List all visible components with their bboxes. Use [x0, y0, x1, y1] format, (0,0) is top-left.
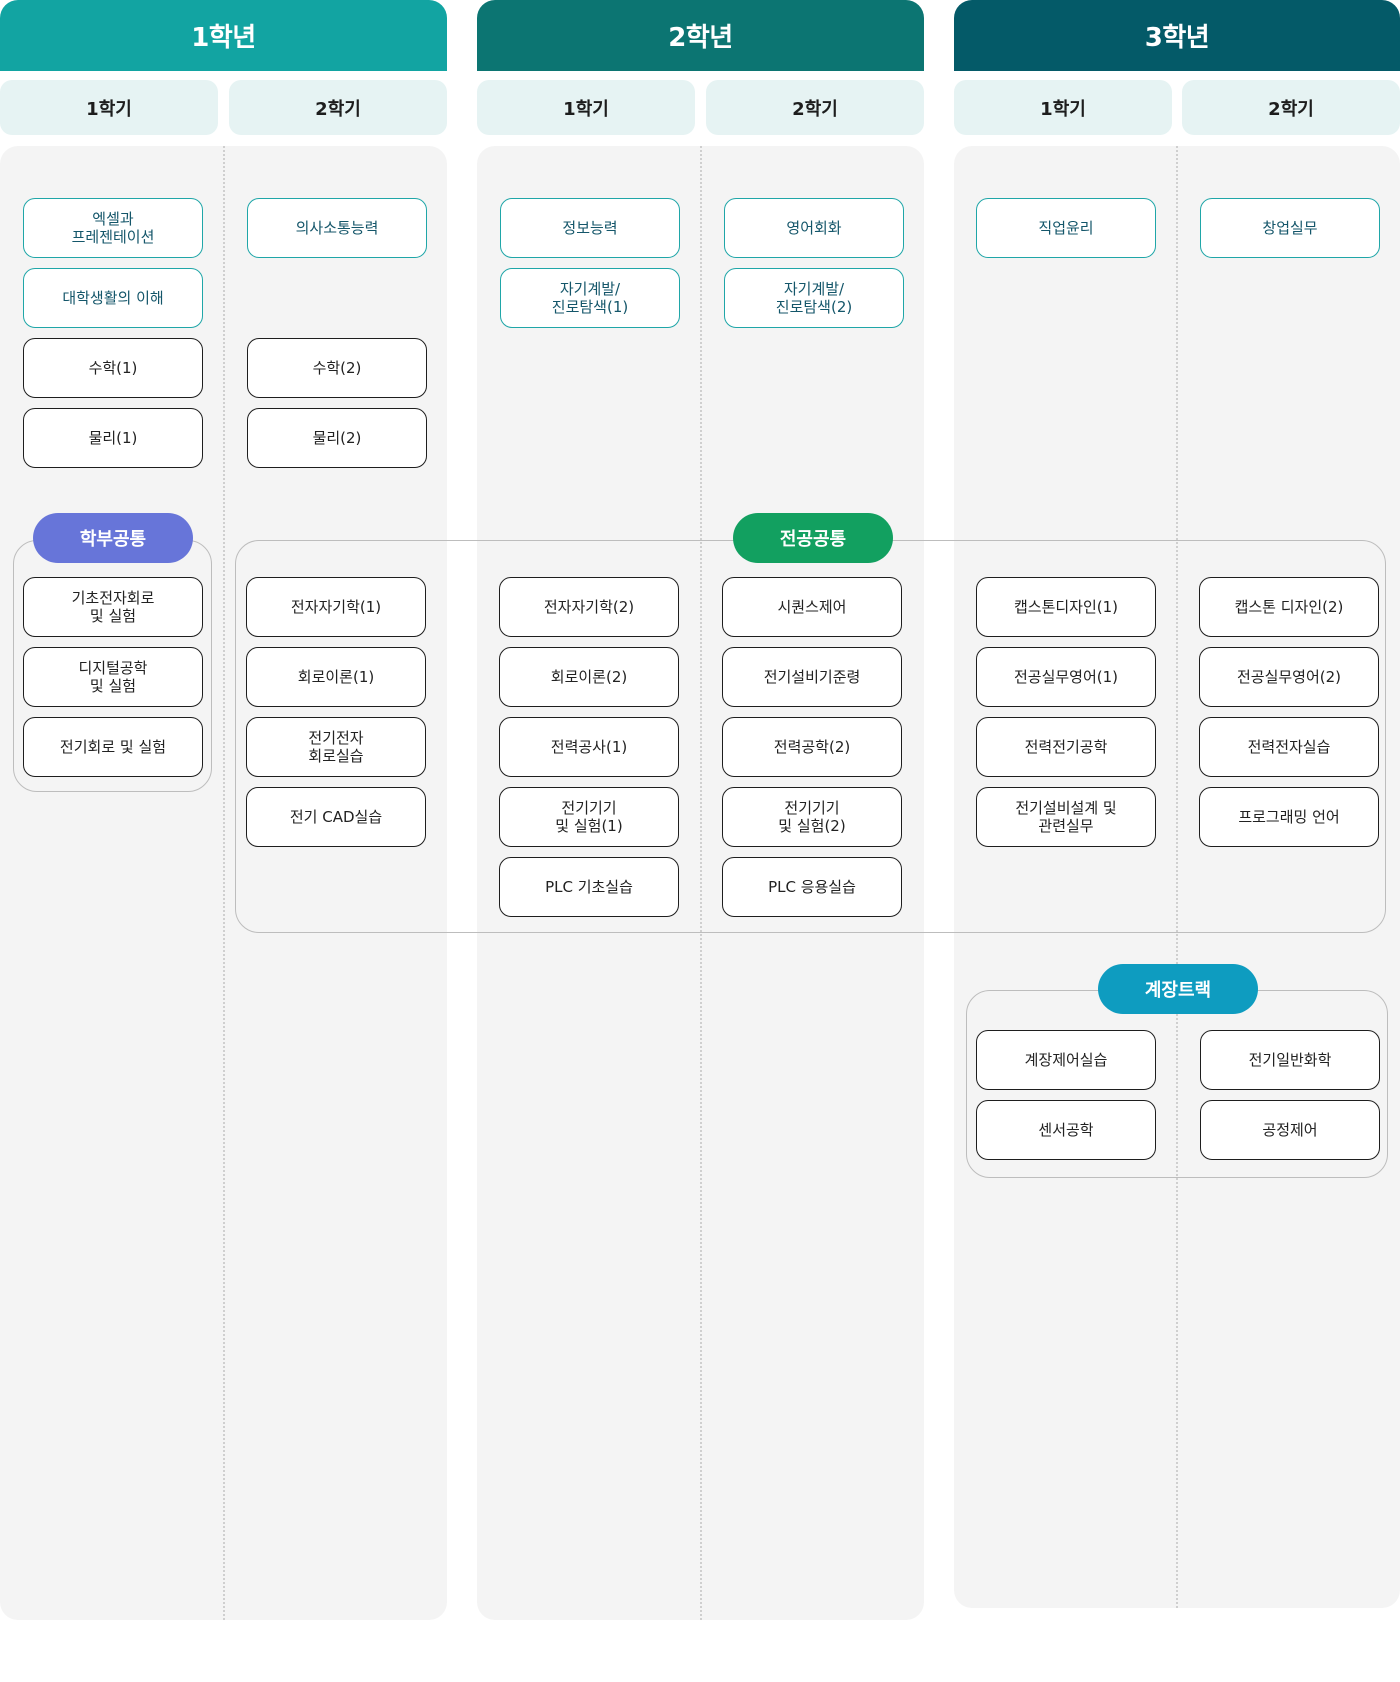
course-card[interactable]: 회로이론(1)	[246, 647, 426, 707]
course-card[interactable]: PLC 기초실습	[499, 857, 679, 917]
course-card[interactable]: 자기계발/ 진로탐색(1)	[500, 268, 680, 328]
course-card[interactable]: 전기설비설계 및 관련실무	[976, 787, 1156, 847]
semester-divider	[700, 146, 702, 1620]
course-card[interactable]: 직업윤리	[976, 198, 1156, 258]
course-card[interactable]: 전기일반화학	[1200, 1030, 1380, 1090]
course-card[interactable]: 디지털공학 및 실험	[23, 647, 203, 707]
course-card[interactable]: 창업실무	[1200, 198, 1380, 258]
major-common-label: 전공공통	[733, 513, 893, 563]
course-card[interactable]: 의사소통능력	[247, 198, 427, 258]
course-card[interactable]: 대학생활의 이해	[23, 268, 203, 328]
course-card[interactable]: 전자자기학(1)	[246, 577, 426, 637]
course-card[interactable]: 전기회로 및 실험	[23, 717, 203, 777]
semester-header-y3s2: 2학기	[1182, 80, 1400, 135]
semester-header-y2s2: 2학기	[706, 80, 924, 135]
course-card[interactable]: 전력전자실습	[1199, 717, 1379, 777]
course-card[interactable]: 전기설비기준령	[722, 647, 902, 707]
year-header-3: 3학년	[954, 0, 1400, 71]
year-header-2: 2학년	[477, 0, 924, 71]
course-card[interactable]: 자기계발/ 진로탐색(2)	[724, 268, 904, 328]
semester-header-y1s2: 2학기	[229, 80, 447, 135]
course-card[interactable]: 영어회화	[724, 198, 904, 258]
course-card[interactable]: 전기기기 및 실험(1)	[499, 787, 679, 847]
dept-common-label: 학부공통	[33, 513, 193, 563]
course-card[interactable]: 회로이론(2)	[499, 647, 679, 707]
semester-header-y2s1: 1학기	[477, 80, 695, 135]
course-card[interactable]: 물리(1)	[23, 408, 203, 468]
course-card[interactable]: 전기전자 회로실습	[246, 717, 426, 777]
course-card[interactable]: 캡스톤 디자인(2)	[1199, 577, 1379, 637]
course-card[interactable]: 공정제어	[1200, 1100, 1380, 1160]
semester-divider	[1176, 146, 1178, 1608]
course-card[interactable]: 계장제어실습	[976, 1030, 1156, 1090]
course-card[interactable]: 수학(2)	[247, 338, 427, 398]
semester-header-y1s1: 1학기	[0, 80, 218, 135]
course-card[interactable]: 전력전기공학	[976, 717, 1156, 777]
course-card[interactable]: 프로그래밍 언어	[1199, 787, 1379, 847]
course-card[interactable]: 캡스톤디자인(1)	[976, 577, 1156, 637]
course-card[interactable]: 전력공학(2)	[722, 717, 902, 777]
course-card[interactable]: 전기기기 및 실험(2)	[722, 787, 902, 847]
course-card[interactable]: 전자자기학(2)	[499, 577, 679, 637]
course-card[interactable]: 수학(1)	[23, 338, 203, 398]
course-card[interactable]: 시퀀스제어	[722, 577, 902, 637]
course-card[interactable]: 전공실무영어(2)	[1199, 647, 1379, 707]
course-card[interactable]: 전공실무영어(1)	[976, 647, 1156, 707]
semester-header-y3s1: 1학기	[954, 80, 1172, 135]
course-card[interactable]: 전력공사(1)	[499, 717, 679, 777]
course-card[interactable]: 기초전자회로 및 실험	[23, 577, 203, 637]
course-card[interactable]: 전기 CAD실습	[246, 787, 426, 847]
course-card[interactable]: PLC 응용실습	[722, 857, 902, 917]
year-header-1: 1학년	[0, 0, 447, 71]
course-card[interactable]: 엑셀과 프레젠테이션	[23, 198, 203, 258]
course-card[interactable]: 물리(2)	[247, 408, 427, 468]
semester-divider	[223, 146, 225, 1620]
course-card[interactable]: 센서공학	[976, 1100, 1156, 1160]
course-card[interactable]: 정보능력	[500, 198, 680, 258]
track-label: 계장트랙	[1098, 964, 1258, 1014]
